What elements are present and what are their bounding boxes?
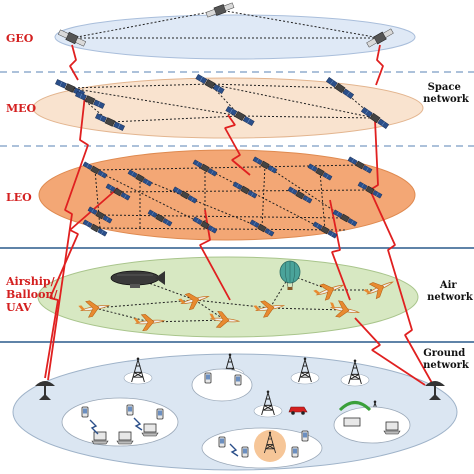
- leo-label: LEO: [6, 191, 32, 204]
- phone-icon: [156, 408, 164, 420]
- geo-links: [71, 9, 381, 39]
- device-cluster-left: [61, 397, 179, 447]
- ground-network-label: Ground network: [423, 348, 470, 371]
- meo-links: [69, 83, 376, 123]
- device-cluster-right: [333, 401, 411, 444]
- leo-links: [94, 164, 371, 231]
- wifi-signal-icon: [338, 401, 372, 412]
- phone-icon: [81, 406, 89, 418]
- space-network-label-line1: Space: [428, 82, 461, 93]
- device-cluster-bottom: [201, 427, 323, 469]
- air-layer-label-line2: Balloon/: [6, 288, 58, 301]
- laptop-icon: [116, 431, 134, 445]
- air-network-label-line1: Air: [439, 280, 458, 291]
- ground-network-label-line2: network: [423, 360, 470, 371]
- ground-network-label-line1: Ground: [423, 348, 465, 359]
- device-cluster-center: [191, 368, 253, 402]
- air-layer-label-line3: UAV: [6, 301, 32, 314]
- space-network-label-line2: network: [423, 94, 470, 105]
- phone-icon: [126, 404, 134, 416]
- space-network-label: Space network: [423, 82, 470, 105]
- air-layer-label: Airship/ Balloon/ UAV: [5, 275, 61, 314]
- geo-layer-ellipse: [54, 14, 416, 60]
- airship-icon: [110, 270, 165, 288]
- phone-icon: [291, 446, 299, 458]
- air-links: [94, 274, 380, 323]
- laptop-icon: [383, 421, 401, 435]
- car-icon: [288, 406, 308, 415]
- phone-icon: [241, 446, 249, 458]
- geo-label: GEO: [6, 32, 34, 45]
- air-network-label-line2: network: [427, 292, 474, 303]
- balloon-icon: [279, 260, 301, 290]
- phone-icon: [301, 430, 309, 442]
- laptop-icon: [141, 423, 159, 437]
- phone-icon: [234, 374, 242, 386]
- phone-icon: [218, 436, 226, 448]
- air-network-label: Air network: [427, 280, 474, 303]
- phone-icon: [204, 372, 212, 384]
- meo-label: MEO: [6, 102, 37, 115]
- laptop-icon: [91, 431, 109, 445]
- router-icon: [343, 417, 361, 427]
- air-layer-label-line1: Airship/: [5, 275, 56, 288]
